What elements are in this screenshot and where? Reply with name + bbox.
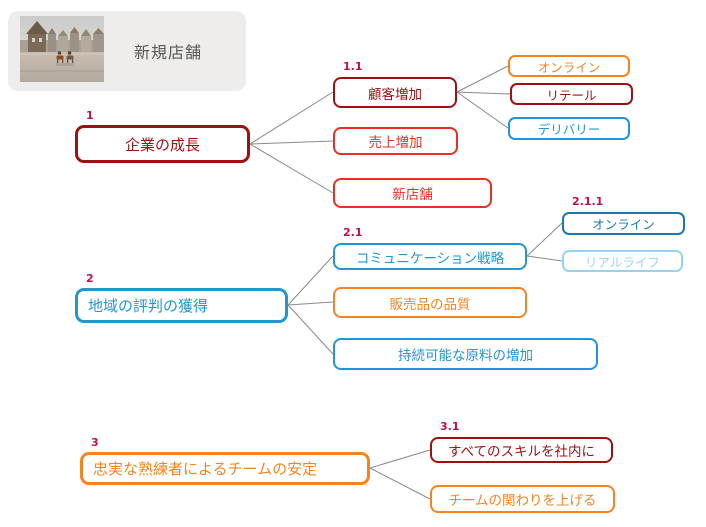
node-number-label: 2 [86,272,94,285]
node-real-life[interactable]: リアルライフ [562,250,683,272]
node-online-2[interactable]: 2.1.1 オンライン [562,195,685,235]
node-label: 売上増加 [368,135,423,151]
node-label: デリバリー [537,122,601,137]
node-label: オンライン [592,217,655,232]
connector-line [369,449,431,469]
node-number-label: 1.1 [343,60,363,73]
node-number-label: 1 [86,109,94,122]
node-communication-strategy[interactable]: 2.1 コミュニケーション戦略 [333,226,527,270]
node-label: 持続可能な原料の増加 [398,348,533,364]
node-label: 顧客増加 [368,86,422,103]
node-number-label: 3 [91,436,99,449]
node-online-1[interactable]: オンライン [508,55,630,77]
connector-line [287,304,334,355]
node-number-label: 2.1.1 [572,195,604,208]
connector-line [249,91,334,145]
connector-line [249,143,334,194]
beach-photo-thumbnail [20,16,104,82]
node-retail[interactable]: リテール [510,83,633,105]
node-label: すべてのスキルを社内に [447,444,595,460]
node-customer-increase[interactable]: 1.1 顧客増加 [333,60,457,108]
node-label: 販売品の品質 [389,296,471,313]
node-label: オンライン [537,59,601,75]
node-sustainable-ingredients[interactable]: 持続可能な原料の増加 [333,338,598,370]
connector-line [369,467,431,500]
node-label: チームの関わりを上げる [448,493,597,509]
node-team-engagement[interactable]: チームの関わりを上げる [430,485,615,513]
node-label: 企業の成長 [124,135,200,154]
map-title-card[interactable]: 新規店舗 [8,11,246,91]
node-sales-increase[interactable]: 売上増加 [333,127,458,155]
connector-line [456,91,511,95]
node-label: リアルライフ [585,254,660,270]
node-number-label: 3.1 [440,420,460,433]
node-number-label: 2.1 [343,226,363,239]
connector-line [287,255,334,306]
node-team-stability[interactable]: 3 忠実な熟練者によるチームの安定 [80,436,370,485]
node-label: 地域の評判の獲得 [88,297,209,315]
connector-line [526,255,563,262]
node-company-growth[interactable]: 1 企業の成長 [75,109,250,163]
node-label: 忠実な熟練者によるチームの安定 [93,460,318,478]
node-local-reputation[interactable]: 2 地域の評判の獲得 [75,272,288,323]
node-delivery[interactable]: デリバリー [508,117,630,140]
connector-line [287,301,334,306]
node-label: コミュニケーション戦略 [355,250,505,267]
node-label: リテール [546,87,597,103]
node-product-quality[interactable]: 販売品の品質 [333,287,527,318]
node-new-store[interactable]: 新店舗 [333,178,492,208]
node-label: 新店舗 [392,187,433,203]
connector-line [526,222,563,257]
connector-line [456,91,509,129]
connector-line [456,65,509,93]
map-title: 新規店舗 [134,43,203,62]
node-skills-inhouse[interactable]: 3.1 すべてのスキルを社内に [430,420,613,463]
connector-line [249,140,334,145]
